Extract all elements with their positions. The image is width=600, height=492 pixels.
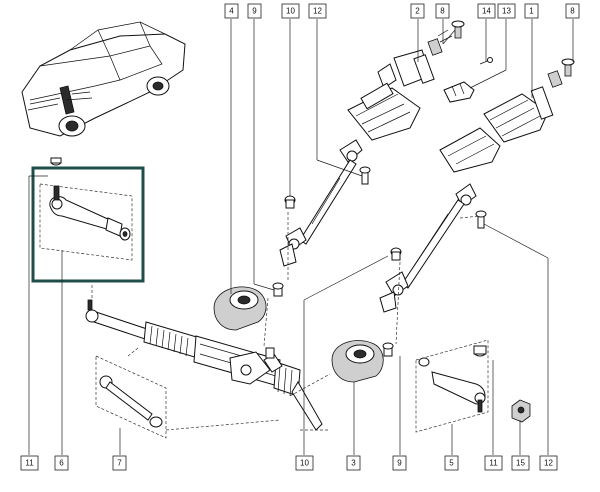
callout-11-right: 11 (484, 455, 503, 471)
callout-13: 13 (497, 3, 516, 19)
svg-text:13: 13 (502, 7, 511, 16)
callout-5: 5 (444, 455, 459, 471)
nut-11-right (473, 345, 487, 357)
lock-nut-top (50, 157, 62, 166)
steering-column-left (279, 29, 453, 267)
tie-rod-end-5 (415, 339, 489, 433)
callout-9-top: 9 (247, 3, 262, 19)
svg-text:5: 5 (449, 459, 454, 468)
callout-6: 6 (54, 455, 69, 471)
svg-text:14: 14 (482, 7, 491, 16)
bolt-right-9 (382, 342, 394, 357)
leader-lines (28, 19, 574, 455)
callout-8-left: 8 (435, 3, 450, 19)
callout-7: 7 (112, 455, 127, 471)
callout-4: 4 (224, 3, 239, 19)
callout-12-top: 12 (308, 3, 327, 19)
callout-11-left: 11 (20, 455, 39, 471)
svg-text:12: 12 (544, 459, 553, 468)
svg-text:4: 4 (229, 7, 234, 16)
svg-text:2: 2 (415, 7, 420, 16)
inner-tie-rod-7 (95, 355, 167, 439)
svg-text:8: 8 (440, 7, 445, 16)
tie-rod-end-highlighted (39, 183, 133, 261)
callout-3: 3 (346, 455, 361, 471)
svg-text:11: 11 (489, 459, 498, 468)
screw-14 (479, 57, 493, 65)
svg-text:8: 8 (570, 7, 575, 16)
svg-text:10: 10 (300, 459, 309, 468)
car-illustration (21, 21, 186, 137)
bolt-left-10 (284, 195, 296, 209)
callout-9-bottom: 9 (392, 455, 407, 471)
bolt-right-10 (390, 247, 402, 261)
highlight-frame (31, 166, 145, 283)
svg-text:1: 1 (529, 7, 534, 16)
svg-text:15: 15 (516, 459, 525, 468)
callout-2: 2 (410, 3, 425, 19)
svg-text:7: 7 (117, 459, 122, 468)
bolt-left-12 (359, 166, 371, 185)
steering-rack (85, 299, 323, 431)
svg-text:10: 10 (286, 7, 295, 16)
svg-text:9: 9 (252, 7, 257, 16)
callout-8-right: 8 (565, 3, 580, 19)
bolt-8-right (561, 58, 575, 77)
rubber-boot-3 (331, 340, 384, 383)
nut-15 (511, 399, 531, 423)
bolt-8-left (451, 20, 465, 39)
clip-13 (443, 81, 475, 103)
callout-12-bottom: 12 (539, 455, 558, 471)
bolt-left-9 (272, 282, 284, 297)
rubber-boot-4 (213, 286, 267, 331)
svg-text:6: 6 (59, 459, 64, 468)
callout-1: 1 (524, 3, 539, 19)
svg-text:12: 12 (313, 7, 322, 16)
svg-text:9: 9 (397, 459, 402, 468)
steering-column-right (379, 70, 563, 313)
bolt-right-12 (475, 210, 487, 229)
svg-text:11: 11 (25, 459, 34, 468)
callout-15: 15 (511, 455, 530, 471)
svg-text:3: 3 (351, 459, 356, 468)
callout-14: 14 (477, 3, 496, 19)
callout-10-top: 10 (281, 3, 300, 19)
callout-10-bottom: 10 (295, 455, 314, 471)
